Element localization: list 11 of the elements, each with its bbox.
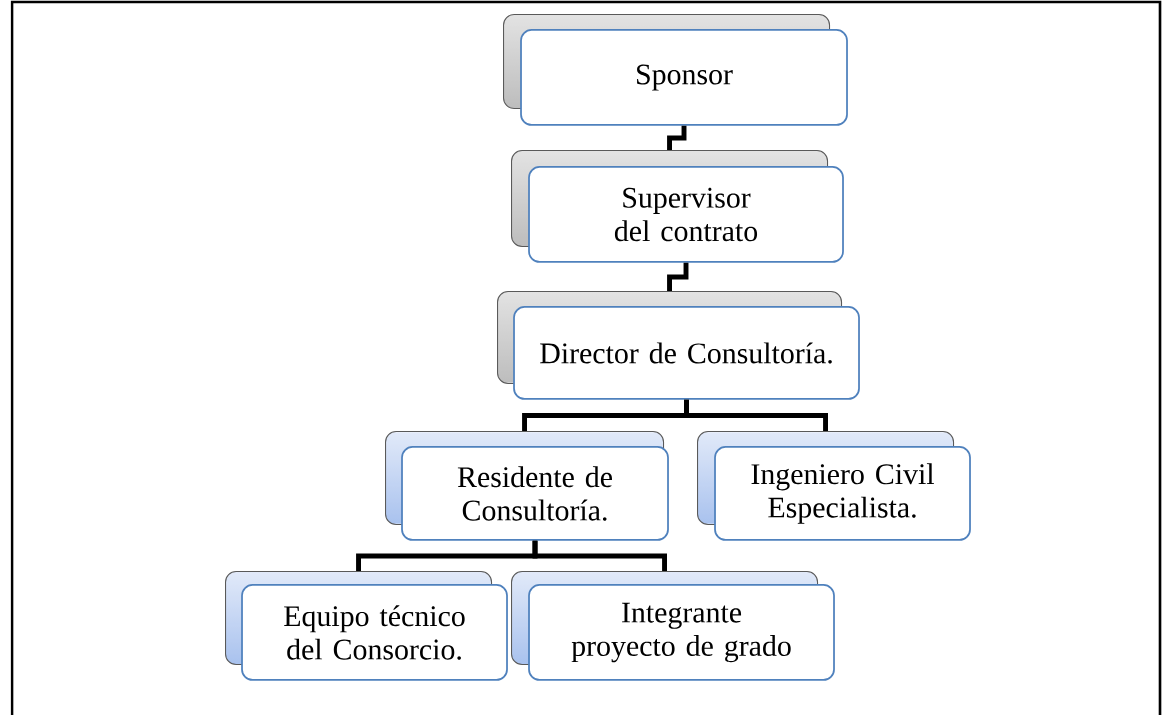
- connector-line: [684, 399, 828, 431]
- connector-line: [667, 262, 689, 291]
- connector-line: [667, 125, 687, 150]
- org-box: Director de Consultoría.: [497, 291, 860, 400]
- connector-line: [532, 540, 667, 571]
- org-box: Ingeniero Civil Especialista.: [697, 431, 971, 541]
- org-box: Residente de Consultoría.: [385, 431, 669, 541]
- org-box: Sponsor: [503, 14, 848, 126]
- org-box: Integrante proyecto de grado: [511, 571, 835, 681]
- org-box: Equipo técnico del Consorcio.: [225, 571, 508, 681]
- org-box: Supervisor del contrato: [511, 150, 844, 263]
